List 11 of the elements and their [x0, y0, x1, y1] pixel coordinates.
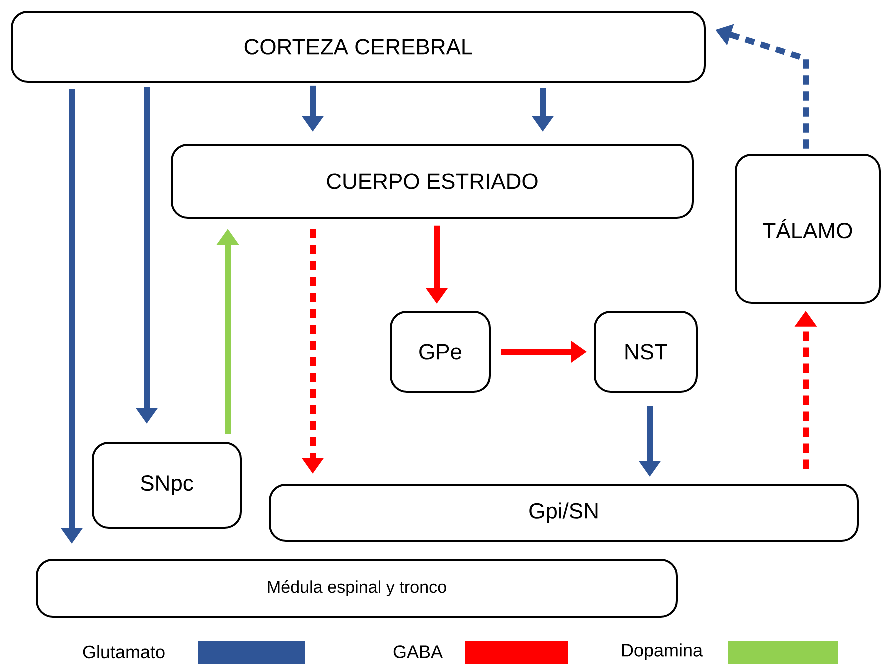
process-box: Gpi/SN	[269, 484, 859, 542]
process-box: CUERPO ESTRIADO	[171, 144, 694, 219]
legend-label: Dopamina	[622, 644, 703, 660]
legend-label: GABA	[394, 646, 443, 658]
process-box: Médula espinal y tronco	[36, 559, 678, 618]
process-box: TÁLAMO	[735, 154, 881, 304]
process-box: NST	[594, 311, 698, 393]
process-box: GPe	[390, 311, 491, 393]
process-box: CORTEZA CEREBRAL	[11, 11, 706, 83]
process-box: SNpc	[92, 442, 242, 529]
legend-label: Glutamato	[83, 645, 165, 659]
